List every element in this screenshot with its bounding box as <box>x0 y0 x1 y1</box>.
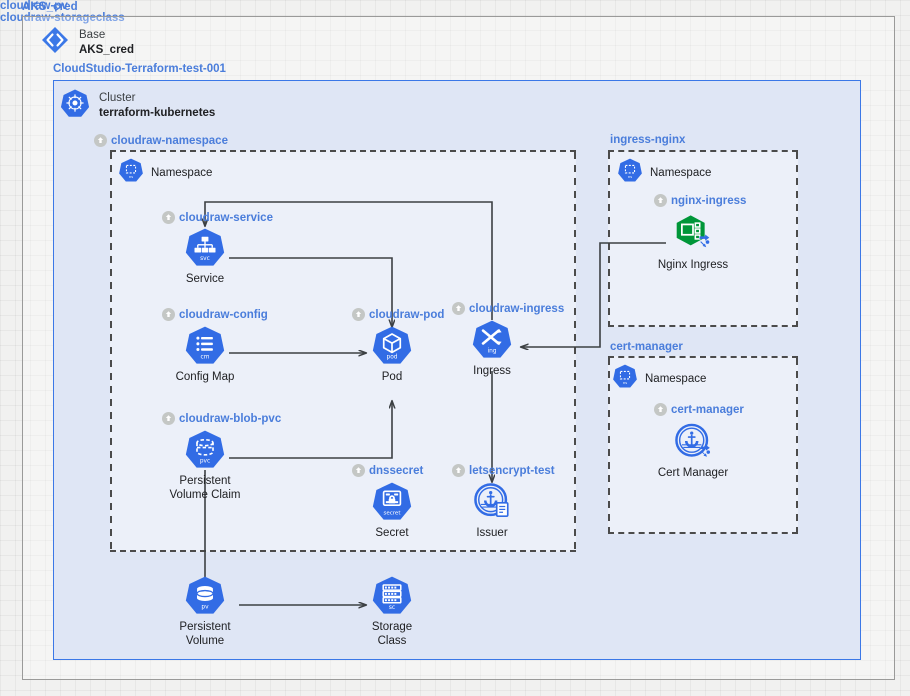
resource-caption: Nginx Ingress <box>657 259 729 271</box>
k8s-service-icon: svc <box>149 226 261 270</box>
namespace-label-text: cloudraw-namespace <box>111 134 228 147</box>
svg-text:sc: sc <box>389 605 395 611</box>
k8s-namespace-icon: ns <box>617 157 643 188</box>
resource-caption: Secret <box>375 527 409 539</box>
namespace-entity-cert-manager: ns Namespace <box>612 363 706 394</box>
resource-label-cloudraw-pv[interactable]: cloudraw-pv <box>0 0 68 12</box>
helm-badge-icon <box>162 412 175 425</box>
svg-text:ing: ing <box>487 349 496 355</box>
resource-label-text: dnssecret <box>369 464 424 477</box>
cert-manager-helm-icon <box>637 420 749 464</box>
namespace-entity-caption: Namespace <box>151 166 213 179</box>
svg-text:ns: ns <box>628 175 632 179</box>
namespace-entity-ingress-nginx: ns Namespace <box>617 157 711 188</box>
resource-node-cloudraw-pv[interactable]: pv Persistent Volume <box>149 574 261 648</box>
resource-node-cloudraw-storageclass[interactable]: sc Storage Class <box>336 574 448 648</box>
resource-node-letsencrypt-test[interactable]: Issuer <box>436 480 548 541</box>
base-name: AKS_cred <box>79 43 134 56</box>
k8s-namespace-icon: ns <box>612 363 638 394</box>
k8s-storageclass-icon: sc <box>336 574 448 618</box>
helm-badge-icon <box>452 302 465 315</box>
helm-badge-icon <box>654 194 667 207</box>
svg-text:svc: svc <box>200 256 210 262</box>
namespace-label-cert-manager[interactable]: cert-manager <box>610 341 683 353</box>
cluster-header: Cluster terraform-kubernetes <box>60 88 215 123</box>
resource-caption: Persistent Volume Claim <box>169 475 241 501</box>
resource-label-cloudraw-ingress[interactable]: cloudraw-ingress <box>452 302 564 315</box>
cluster-title: CloudStudio-Terraform-test-001 <box>53 63 226 75</box>
helm-badge-icon <box>162 211 175 224</box>
helm-badge-icon <box>94 134 107 147</box>
namespace-entity-caption: Namespace <box>650 166 712 179</box>
resource-node-cert-manager[interactable]: Cert Manager <box>637 420 749 481</box>
resource-caption: Config Map <box>175 371 235 383</box>
helm-badge-icon <box>352 464 365 477</box>
resource-caption: Ingress <box>473 365 511 377</box>
base-diamond-icon <box>40 25 70 60</box>
svg-text:pvc: pvc <box>200 458 210 464</box>
resource-label-text: cloudraw-config <box>179 308 268 321</box>
resource-node-nginx-ingress[interactable]: Nginx Ingress <box>637 212 749 273</box>
k8s-secret-icon: secret <box>336 480 448 524</box>
resource-node-cloudraw-config[interactable]: cm Config Map <box>149 324 261 385</box>
resource-caption: Issuer <box>476 527 508 539</box>
base-kind: Base <box>79 29 106 42</box>
resource-label-letsencrypt-test[interactable]: letsencrypt-test <box>452 464 555 477</box>
resource-node-cloudraw-ingress[interactable]: ing Ingress <box>436 318 548 379</box>
svg-text:ns: ns <box>623 381 627 385</box>
resource-caption: Cert Manager <box>657 467 729 479</box>
k8s-pvc-icon: pvc <box>149 428 261 472</box>
namespace-label-cloudraw-namespace[interactable]: cloudraw-namespace <box>94 134 228 147</box>
resource-node-cloudraw-blob-pvc[interactable]: pvc Persistent Volume Claim <box>149 428 261 502</box>
resource-caption: Storage Class <box>371 621 413 647</box>
resource-label-cloudraw-pod[interactable]: cloudraw-pod <box>352 308 444 321</box>
helm-badge-icon <box>654 403 667 416</box>
k8s-pv-icon: pv <box>149 574 261 618</box>
namespace-entity-caption: Namespace <box>645 372 707 385</box>
svg-text:pv: pv <box>201 604 209 610</box>
resource-label-cloudraw-blob-pvc[interactable]: cloudraw-blob-pvc <box>162 412 281 425</box>
resource-label-cert-manager-release[interactable]: cert-manager <box>654 403 744 416</box>
resource-label-cloudraw-config[interactable]: cloudraw-config <box>162 308 268 321</box>
resource-label-cloudraw-storageclass[interactable]: cloudraw-storageclass <box>0 12 125 24</box>
resource-label-nginx-ingress[interactable]: nginx-ingress <box>654 194 746 207</box>
kubernetes-helm-icon <box>60 88 90 123</box>
k8s-pod-icon: pod <box>336 324 448 368</box>
resource-caption: Service <box>185 273 225 285</box>
svg-text:pod: pod <box>386 355 397 361</box>
svg-text:ns: ns <box>129 175 133 179</box>
resource-label-text: letsencrypt-test <box>469 464 555 477</box>
cluster-name: terraform-kubernetes <box>99 106 216 119</box>
svg-text:cm: cm <box>201 354 210 360</box>
resource-label-text: cert-manager <box>671 403 744 416</box>
k8s-namespace-icon: ns <box>118 157 144 188</box>
k8s-configmap-icon: cm <box>149 324 261 368</box>
cluster-kind: Cluster <box>99 92 136 105</box>
resource-caption: Persistent Volume <box>179 621 231 647</box>
k8s-ingress-icon: ing <box>436 318 548 362</box>
resource-label-text: cloudraw-blob-pvc <box>179 412 282 425</box>
resource-label-cloudraw-service[interactable]: cloudraw-service <box>162 211 273 224</box>
helm-badge-icon <box>162 308 175 321</box>
resource-node-cloudraw-pod[interactable]: pod Pod <box>336 324 448 385</box>
svg-text:secret: secret <box>384 511 402 517</box>
base-header: Base AKS_cred <box>40 25 134 60</box>
resource-label-text: cloudraw-service <box>179 211 273 224</box>
resource-label-text: cloudraw-ingress <box>469 302 565 315</box>
namespace-entity-cloudraw: ns Namespace <box>118 157 212 188</box>
resource-node-dnssecret[interactable]: secret Secret <box>336 480 448 541</box>
resource-label-text: cloudraw-pod <box>369 308 445 321</box>
resource-label-text: nginx-ingress <box>671 194 747 207</box>
namespace-label-ingress-nginx[interactable]: ingress-nginx <box>610 134 686 146</box>
resource-label-dnssecret[interactable]: dnssecret <box>352 464 423 477</box>
namespace-box-cert-manager[interactable] <box>608 356 798 534</box>
helm-badge-icon <box>352 308 365 321</box>
helm-badge-icon <box>452 464 465 477</box>
base-title: AKS_cred <box>22 1 78 13</box>
issuer-helm-icon <box>436 480 548 524</box>
resource-node-cloudraw-service[interactable]: svc Service <box>149 226 261 287</box>
nginx-helm-icon <box>637 212 749 256</box>
resource-caption: Pod <box>381 371 403 383</box>
